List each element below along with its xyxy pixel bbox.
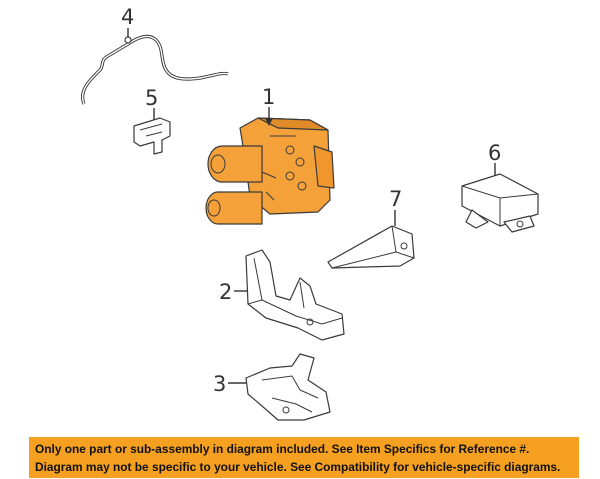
leader-1-arrow [265,118,273,126]
disclaimer-line-1: Only one part or sub-assembly in diagram… [35,442,530,456]
part-1-abs-modulator [205,117,335,225]
part-3-lower-bracket [245,353,331,421]
part-5-bracket [133,117,171,155]
callout-7: 7 [389,187,402,211]
callout-1: 1 [262,85,275,109]
disclaimer-line-2: Diagram may not be specific to your vehi… [35,460,561,474]
part-6-control-module [461,173,539,233]
callout-5: 5 [145,86,158,110]
part-2-mounting-bracket [245,249,345,341]
callout-2: 2 [219,280,232,304]
callout-3: 3 [213,372,226,396]
callout-6: 6 [488,141,501,165]
callout-4: 4 [121,5,134,29]
disclaimer-banner: Only one part or sub-assembly in diagram… [29,437,579,478]
parts-diagram: 4 5 1 6 [81,5,539,421]
part-7-bracket [327,225,415,269]
